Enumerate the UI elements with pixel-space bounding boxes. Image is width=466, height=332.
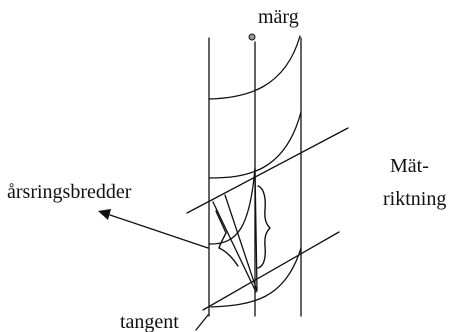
ring-widths-label: årsringsbredder bbox=[7, 181, 132, 203]
tangent-line bbox=[202, 231, 340, 311]
ring-width-arrow bbox=[109, 214, 209, 249]
ring-curve-2 bbox=[208, 111, 302, 179]
measure-perpendicular-b bbox=[224, 194, 258, 292]
ring-curve-4 bbox=[210, 247, 302, 308]
ring-width-brace-left bbox=[215, 210, 239, 267]
core-center-vertical bbox=[254, 169, 258, 291]
measuring-direction-label-line1: Mät- bbox=[390, 155, 429, 177]
measuring-direction-label-line2: riktning bbox=[383, 188, 446, 210]
ring-width-arrowhead bbox=[98, 209, 111, 220]
ring-curve-1 bbox=[208, 35, 301, 100]
tangent-label: tangent bbox=[120, 311, 179, 332]
pith-label: märg bbox=[258, 6, 299, 28]
measuring-line bbox=[186, 127, 349, 214]
pith-dot bbox=[248, 33, 256, 41]
tangent-leader bbox=[195, 314, 209, 331]
ring-curve-3 bbox=[208, 167, 256, 245]
ring-width-brace-right bbox=[257, 185, 271, 269]
measure-perpendicular-a bbox=[212, 201, 257, 293]
